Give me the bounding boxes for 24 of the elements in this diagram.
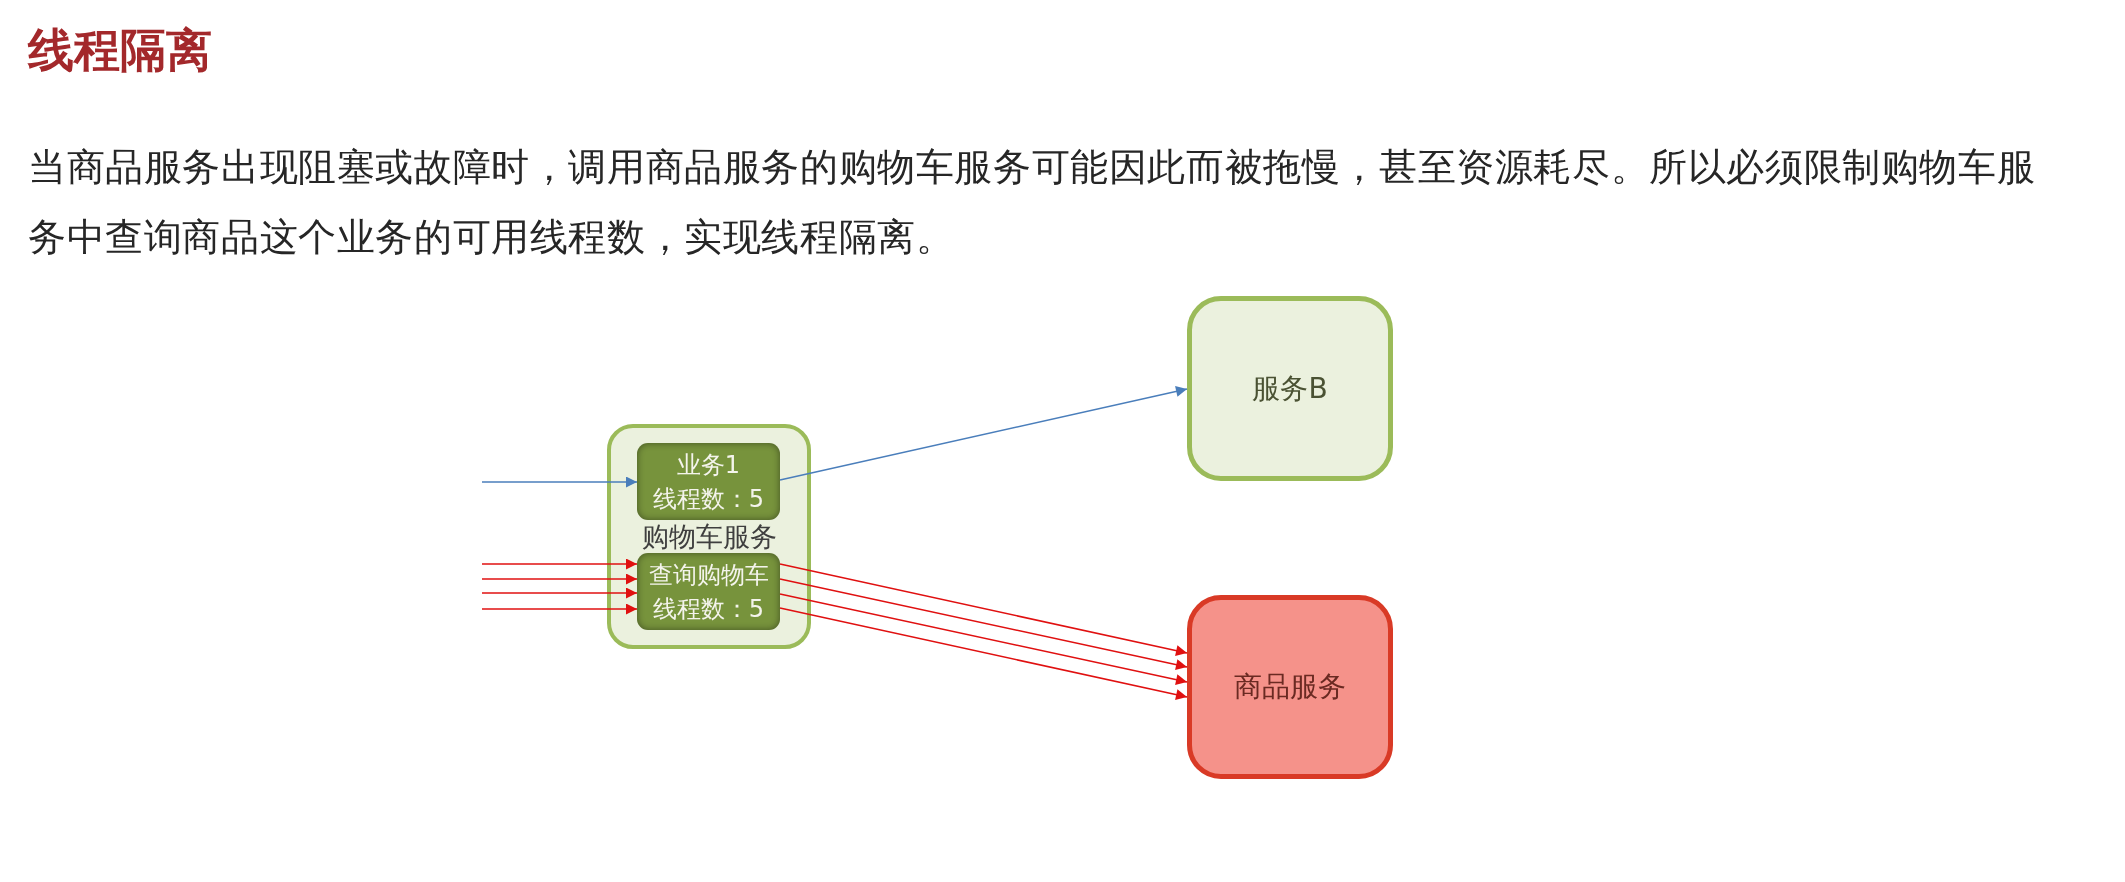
arrow [481,587,638,599]
arrow [779,593,1188,686]
arrow [779,607,1188,700]
arrow [481,558,638,570]
page-title: 线程隔离 [28,22,212,78]
arrow [481,603,638,615]
service-box [1187,296,1393,481]
arrow [779,563,1188,656]
task-name: 查询购物车 [648,559,769,591]
arrow [481,573,638,585]
description-text: 当商品服务出现阻塞或故障时，调用商品服务的购物车服务可能因此而被拖慢，甚至资源耗尽。所以必须限制购物车服务中查询商品这个业务的可用线程数，实现线程隔离。 [28,144,2037,261]
arrow [481,476,638,488]
task-name: 业务1 [676,449,741,481]
arrow [779,578,1188,671]
service-box [1187,595,1393,779]
thread-pool-box [637,553,780,630]
thread-count: 线程数：5 [652,483,765,515]
service-container [607,424,811,649]
box-label: 商品服务 [1234,669,1346,705]
box-label: 购物车服务 [640,522,778,552]
box-label: 服务B [1252,370,1328,407]
thread-pool-box [637,443,780,520]
arrow [779,386,1188,481]
thread-count: 线程数：5 [652,593,765,625]
